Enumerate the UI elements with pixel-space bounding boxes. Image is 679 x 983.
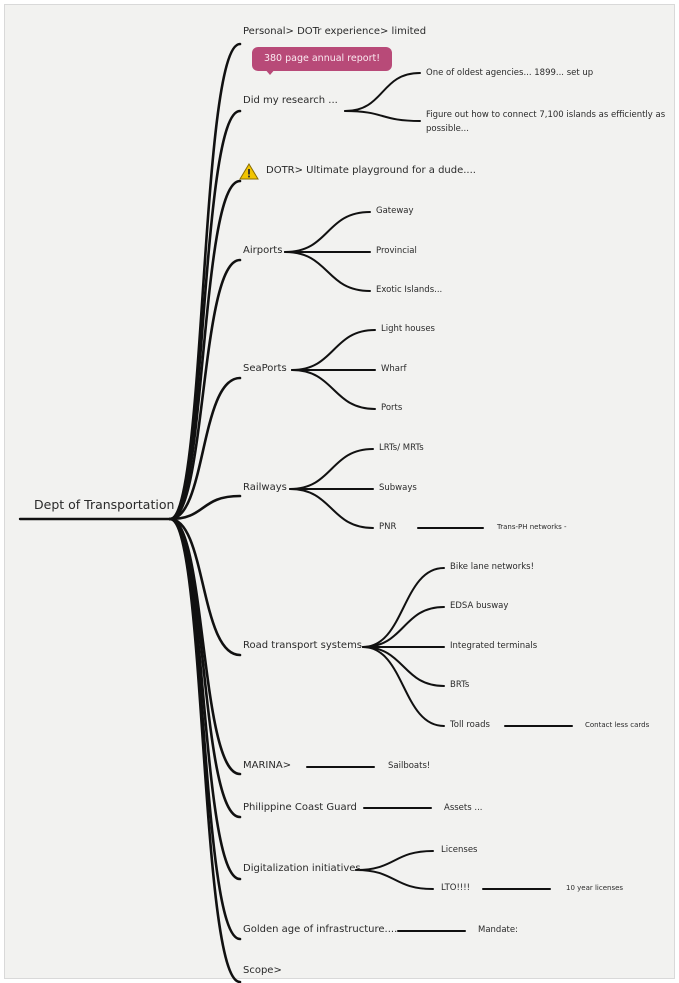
- node-road[interactable]: Road transport systems: [243, 640, 363, 651]
- link-air-c3: [284, 251, 371, 292]
- node-marina[interactable]: MARINA>: [243, 760, 292, 771]
- link-rail-c3: [289, 488, 374, 529]
- node-seaports[interactable]: SeaPorts: [243, 363, 287, 374]
- node-rail-subways[interactable]: Subways: [379, 483, 417, 493]
- node-research-c2[interactable]: Figure out how to connect 7,100 islands …: [426, 110, 666, 120]
- node-sea-lighthouses[interactable]: Light houses: [381, 324, 435, 334]
- node-railways[interactable]: Railways: [243, 482, 287, 493]
- node-road-toll[interactable]: Toll roads: [450, 720, 490, 730]
- annual-report-tag: 380 page annual report!: [252, 47, 392, 71]
- node-scope[interactable]: Scope>: [243, 965, 282, 976]
- link-road-c4: [362, 646, 445, 687]
- link-sea-c3: [291, 369, 376, 410]
- link-sea-c1: [291, 329, 376, 371]
- node-dig-lto[interactable]: LTO!!!!: [441, 883, 471, 893]
- link-road-c5: [362, 646, 445, 727]
- node-research[interactable]: Did my research ...: [243, 95, 338, 106]
- link-dig-c1: [355, 850, 434, 871]
- node-playground[interactable]: DOTR> Ultimate playground for a dude....: [266, 165, 476, 176]
- node-research-c2-cont: possible...: [426, 124, 469, 134]
- link-research-c1: [344, 72, 421, 112]
- node-road-terminals[interactable]: Integrated terminals: [450, 641, 538, 651]
- node-road-contactless[interactable]: Contact less cards: [585, 721, 650, 729]
- node-coast-guard[interactable]: Philippine Coast Guard: [243, 802, 357, 813]
- node-rail-pnr[interactable]: PNR: [379, 522, 397, 532]
- node-road-edsa[interactable]: EDSA busway: [450, 601, 509, 611]
- branch-railways: [168, 494, 242, 521]
- annual-report-tag-tail: [264, 68, 276, 75]
- branch-scope: [168, 517, 242, 983]
- root-node[interactable]: Dept of Transportation: [34, 497, 175, 512]
- node-sea-wharf[interactable]: Wharf: [381, 364, 407, 374]
- branch-digital: [168, 517, 242, 881]
- link-rail-c1: [289, 448, 374, 490]
- link-research-c2: [344, 110, 421, 122]
- branch-seaports: [168, 376, 242, 521]
- branch-playground: [168, 179, 242, 521]
- node-rail-trans-ph[interactable]: Trans-PH networks -: [497, 523, 567, 531]
- link-air-c1: [284, 211, 371, 253]
- node-dig-licenses[interactable]: Licenses: [441, 845, 478, 855]
- node-coast-assets[interactable]: Assets ...: [444, 803, 483, 813]
- node-marina-sailboats[interactable]: Sailboats!: [388, 761, 431, 771]
- link-dig-c2: [355, 869, 434, 890]
- link-road-c2: [362, 606, 445, 648]
- node-air-exotic[interactable]: Exotic Islands...: [376, 285, 443, 295]
- node-air-gateway[interactable]: Gateway: [376, 206, 414, 216]
- warning-icon: [239, 163, 259, 180]
- node-air-provincial[interactable]: Provincial: [376, 246, 417, 256]
- branch-road: [168, 517, 242, 657]
- node-personal[interactable]: Personal> DOTr experience> limited: [243, 26, 427, 37]
- node-road-brts[interactable]: BRTs: [450, 680, 470, 690]
- branch-research: [168, 109, 242, 521]
- node-golden-age[interactable]: Golden age of infrastructure....: [243, 924, 398, 935]
- node-airports[interactable]: Airports: [243, 245, 283, 256]
- node-sea-ports[interactable]: Ports: [381, 403, 403, 413]
- branch-airports: [168, 258, 242, 521]
- mindmap-canvas: [4, 4, 675, 979]
- annual-report-tag-text: 380 page annual report!: [263, 53, 381, 64]
- node-road-bike[interactable]: Bike lane networks!: [450, 562, 534, 572]
- link-road-c1: [362, 567, 445, 648]
- node-research-c1[interactable]: One of oldest agencies... 1899... set up: [426, 68, 594, 78]
- node-golden-mandate[interactable]: Mandate:: [478, 925, 518, 935]
- node-rail-lrt[interactable]: LRTs/ MRTs: [379, 443, 424, 453]
- node-dig-10yr[interactable]: 10 year licenses: [566, 884, 624, 892]
- node-digital[interactable]: Digitalization initiatives: [243, 863, 361, 874]
